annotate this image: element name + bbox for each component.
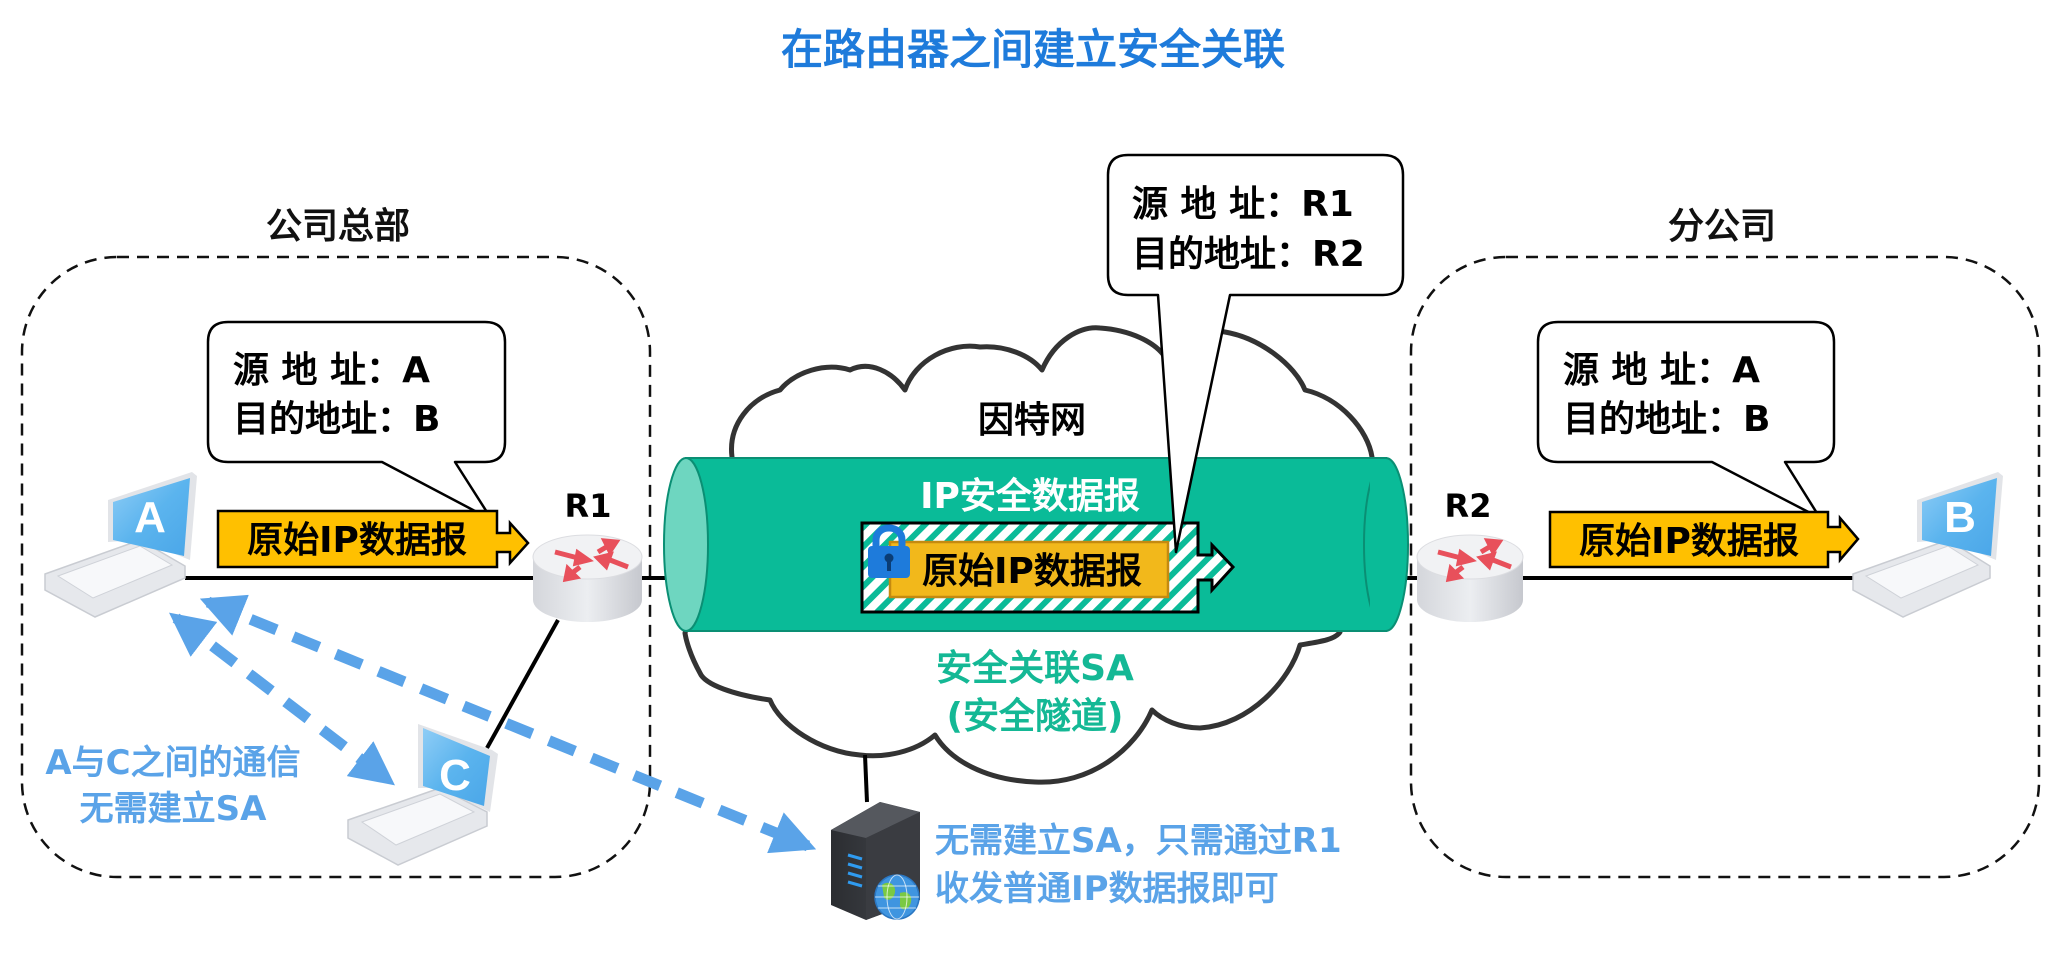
branch-region xyxy=(1409,255,2041,879)
ipsec-datagram-label: IP安全数据报 xyxy=(920,475,1140,517)
host-a[interactable]: A xyxy=(44,472,197,618)
internet-label: 因特网 xyxy=(978,400,1086,441)
right-destination-address: 目的地址：B xyxy=(1563,399,1770,440)
security-tunnel-label: (安全隧道) xyxy=(947,695,1124,737)
right-header-bubble xyxy=(1536,320,1836,520)
a-c-note-line2: 无需建立SA xyxy=(80,789,267,829)
left-header-bubble xyxy=(206,320,507,522)
a-server-communication-arrow xyxy=(199,594,817,854)
tunnel-destination-address: 目的地址：R2 xyxy=(1132,234,1365,275)
right-datagram-label: 原始IP数据报 xyxy=(1579,521,1799,562)
router-r1[interactable] xyxy=(532,534,643,622)
branch-label: 分公司 xyxy=(1668,206,1776,247)
inner-datagram xyxy=(888,540,1170,599)
server[interactable] xyxy=(831,802,920,920)
tunnel-source-address: 源 地 址：R1 xyxy=(1132,184,1354,225)
left-datagram-label: 原始IP数据报 xyxy=(247,520,467,561)
right-datagram-arrow xyxy=(1548,510,1860,569)
host-c-label: C xyxy=(439,751,471,800)
host-c[interactable]: C xyxy=(347,724,498,866)
host-a-label: A xyxy=(134,493,166,542)
headquarters-label: 公司总部 xyxy=(266,206,410,247)
router-icon xyxy=(532,534,643,622)
left-datagram-arrow xyxy=(216,509,530,569)
inner-datagram-label: 原始IP数据报 xyxy=(922,551,1142,592)
router-r1-label: R1 xyxy=(565,487,612,525)
laptop-icon xyxy=(1852,472,2003,618)
server-note-line1: 无需建立SA，只需通过R1 xyxy=(935,821,1342,861)
lock-icon xyxy=(868,524,910,578)
internet-server-link xyxy=(863,754,869,803)
globe-icon xyxy=(874,874,920,920)
router-r2-label: R2 xyxy=(1445,487,1492,525)
host-b[interactable]: B xyxy=(1852,472,2003,618)
diagram-title: 在路由器之间建立安全关联 xyxy=(781,25,1285,74)
right-source-address: 源 地 址：A xyxy=(1563,350,1760,391)
security-association-label: 安全关联SA xyxy=(936,647,1134,689)
a-c-note-line1: A与C之间的通信 xyxy=(45,743,300,783)
left-source-address: 源 地 址：A xyxy=(233,350,430,391)
router-icon xyxy=(1416,534,1524,622)
left-destination-address: 目的地址：B xyxy=(233,399,440,440)
headquarters-region xyxy=(20,255,652,879)
tunnel-header-bubble xyxy=(1106,153,1405,554)
server-note-line2: 收发普通IP数据报即可 xyxy=(935,869,1279,909)
router-r2[interactable] xyxy=(1416,534,1524,622)
host-b-label: B xyxy=(1944,493,1976,542)
tunnel-cap xyxy=(663,457,709,632)
laptop-icon xyxy=(44,472,197,618)
laptop-icon xyxy=(347,724,498,866)
